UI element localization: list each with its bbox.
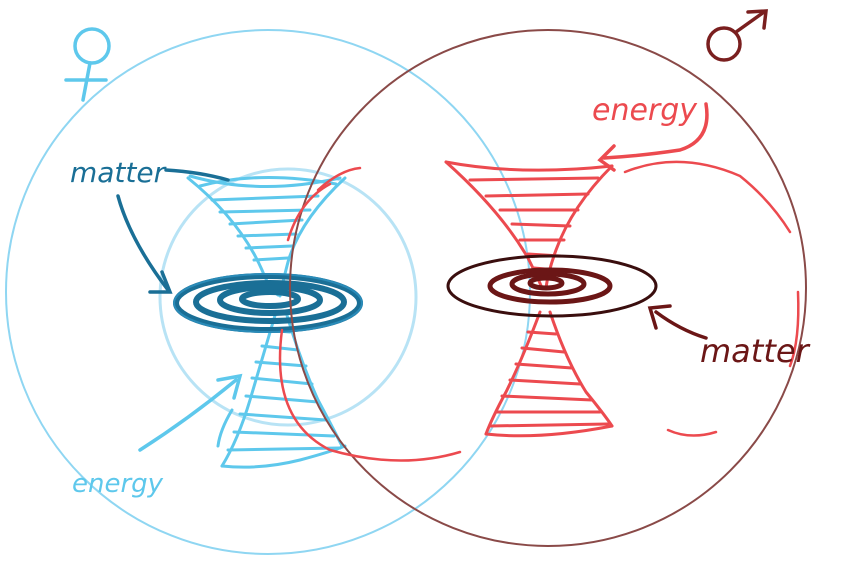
male-matter-label: matter <box>700 332 811 370</box>
male-symbol-icon <box>708 11 766 60</box>
male-system: energy matter <box>280 11 811 546</box>
male-energy-label: energy <box>592 93 698 128</box>
male-matter-arrow-icon <box>650 306 706 338</box>
female-matter-spiral <box>176 276 360 330</box>
female-energy-label: energy <box>72 469 164 499</box>
female-energy-arrow-icon <box>140 376 240 450</box>
male-matter-spiral <box>490 270 610 302</box>
female-matter-label: matter <box>70 156 167 189</box>
male-lower-funnel <box>486 312 612 436</box>
